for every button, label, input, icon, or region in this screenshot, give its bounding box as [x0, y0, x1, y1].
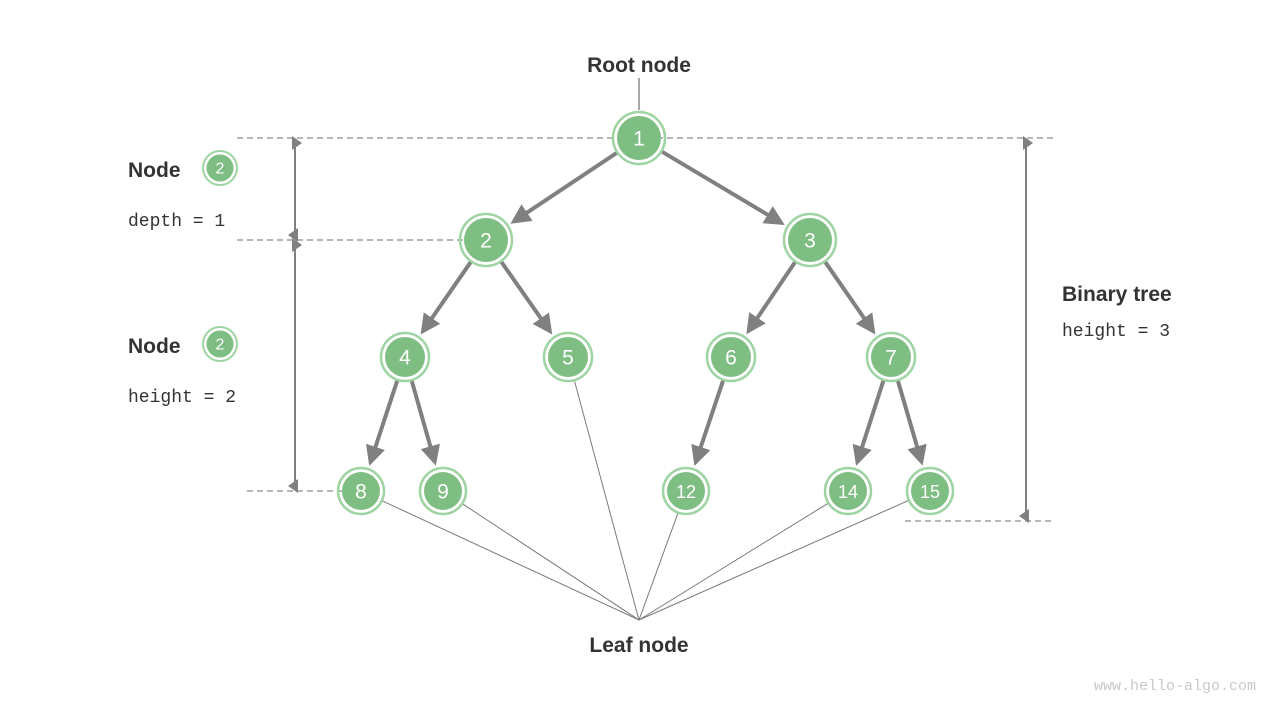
node-ring	[418, 466, 468, 516]
annotation-depth-badge-value: 2	[216, 161, 225, 178]
leaf-pointer-n5	[574, 381, 640, 621]
node-circle	[871, 337, 911, 377]
node-value: 4	[399, 347, 411, 370]
tree-node-2[interactable]: 2	[458, 212, 514, 268]
node-circle	[617, 116, 661, 160]
tree-node-4[interactable]: 4	[379, 331, 431, 383]
edge-n3-to-n7	[823, 261, 876, 335]
edge-n6-to-n12	[691, 380, 725, 466]
node-circle	[911, 472, 949, 510]
node-circle	[385, 337, 425, 377]
node-circle	[667, 472, 705, 510]
annotation-tree-title: Binary tree	[1062, 283, 1172, 306]
node-ring	[865, 331, 917, 383]
node-value: 15	[920, 482, 940, 502]
tree-node-6[interactable]: 6	[705, 331, 757, 383]
leaf-pointer-n9	[462, 503, 640, 621]
annotation-height-badge-ring	[202, 326, 238, 362]
node-value: 5	[562, 347, 574, 370]
edge-n1-to-n2	[510, 151, 618, 224]
tree-node-5[interactable]: 5	[542, 331, 594, 383]
annotation-height-value: height = 2	[128, 388, 236, 408]
node-circle	[711, 337, 751, 377]
node-ring	[823, 466, 873, 516]
node-ring	[458, 212, 514, 268]
level-guide-lines	[237, 137, 1055, 522]
annotation-depth-value: depth = 1	[128, 212, 225, 232]
edge-n4-to-n9	[409, 380, 440, 466]
node-value: 3	[804, 230, 816, 253]
edge-n7-to-n15	[896, 380, 927, 466]
node-ring	[705, 331, 757, 383]
node-circle	[342, 472, 380, 510]
annotation-binary-tree: Binary tree height = 3	[1062, 283, 1172, 342]
node-value: 1	[633, 128, 645, 151]
node-ring	[542, 331, 594, 383]
node-value: 14	[838, 482, 858, 502]
tree-node-15[interactable]: 15	[905, 466, 955, 516]
tree-node-14[interactable]: 14	[823, 466, 873, 516]
annotation-tree-height-value: height = 3	[1062, 322, 1170, 342]
node-value: 2	[480, 230, 492, 253]
dimension-arrows	[288, 136, 1033, 523]
node-circle	[424, 472, 462, 510]
annotation-node-height: Node 2 height = 2	[128, 326, 238, 408]
leaf-node-label: Leaf node	[589, 634, 688, 657]
tree-node-9[interactable]: 9	[418, 466, 468, 516]
node-ring	[661, 466, 711, 516]
edge-n1-to-n3	[661, 150, 785, 225]
node-value: 8	[355, 481, 367, 504]
leaf-pointer-n14	[638, 503, 828, 621]
annotation-height-title: Node	[128, 335, 181, 358]
node-ring	[782, 212, 838, 268]
node-circle	[829, 472, 867, 510]
node-ring	[905, 466, 955, 516]
tree-node-7[interactable]: 7	[865, 331, 917, 383]
annotation-node-depth: Node 2 depth = 1	[128, 150, 238, 232]
annotation-depth-title: Node	[128, 159, 181, 182]
leaf-pointer-n12	[638, 513, 679, 621]
root-node-label: Root node	[587, 54, 691, 77]
tree-node-3[interactable]: 3	[782, 212, 838, 268]
edge-n2-to-n4	[420, 261, 473, 335]
edge-n7-to-n14	[852, 380, 886, 466]
node-value: 7	[885, 347, 897, 370]
node-ring	[611, 110, 667, 166]
tree-node-8[interactable]: 8	[336, 466, 386, 516]
node-value: 12	[676, 482, 696, 502]
annotation-depth-badge-ring	[202, 150, 238, 186]
tree-node-12[interactable]: 12	[661, 466, 711, 516]
edge-n2-to-n5	[499, 260, 553, 335]
edge-n4-to-n8	[365, 380, 400, 466]
tree-edges	[365, 150, 927, 466]
node-value: 6	[725, 347, 737, 370]
annotation-height-badge	[206, 330, 234, 358]
leaf-pointer-lines	[382, 381, 909, 621]
leaf-pointer-n15	[638, 500, 909, 621]
leaf-pointer-n8	[382, 500, 640, 621]
annotation-height-badge-value: 2	[216, 337, 225, 354]
annotation-depth-badge	[206, 154, 234, 182]
node-circle	[788, 218, 832, 262]
node-circle	[464, 218, 508, 262]
node-circle	[548, 337, 588, 377]
node-ring	[336, 466, 386, 516]
node-value: 9	[437, 481, 449, 504]
tree-node-1[interactable]: 1	[611, 110, 667, 166]
edge-n3-to-n6	[746, 261, 797, 335]
node-ring	[379, 331, 431, 383]
watermark: www.hello-algo.com	[1094, 678, 1256, 695]
